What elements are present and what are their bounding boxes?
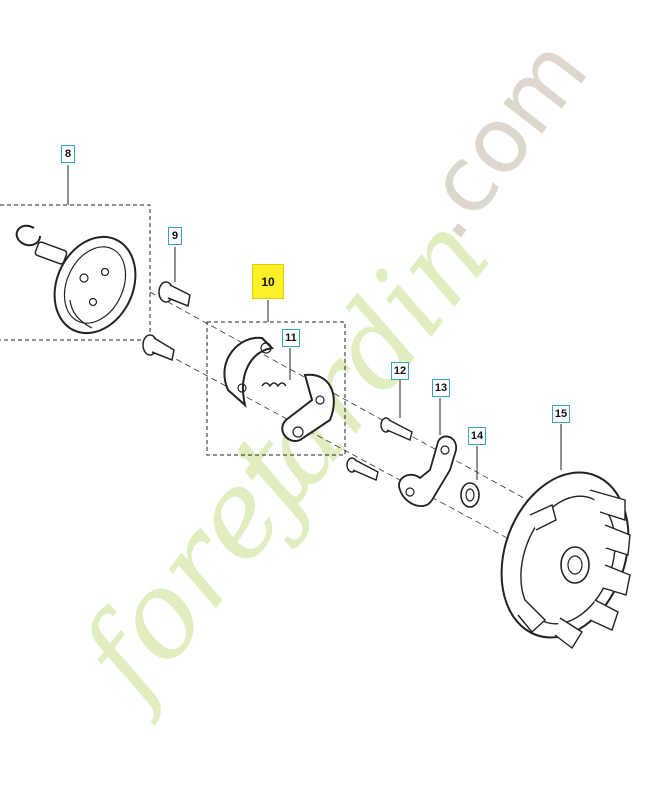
clutch-spring: [261, 382, 287, 388]
callout-13[interactable]: 13: [432, 379, 450, 397]
callout-8[interactable]: 8: [61, 145, 75, 163]
clutch-drum-group: [0, 165, 151, 341]
circlip: [15, 224, 41, 247]
clutch-drum: [53, 235, 137, 335]
clutch-shoe-right: [281, 373, 335, 442]
clutch-assembly-group: [206, 300, 346, 456]
washer-screws: [346, 380, 413, 481]
assembly-axis-line-2: [149, 344, 521, 546]
callout-14[interactable]: 14: [468, 427, 486, 445]
spacer: [460, 446, 480, 508]
drum-shaft: [34, 241, 68, 265]
callout-12[interactable]: 12: [391, 362, 409, 380]
callout-10-highlighted[interactable]: 10: [252, 264, 284, 299]
flywheel: [500, 424, 631, 650]
callout-9[interactable]: 9: [168, 227, 182, 245]
clutch-bracket: [398, 398, 457, 507]
assembly-axis-line: [149, 291, 601, 541]
shoulder-screws: [142, 247, 191, 362]
callout-11[interactable]: 11: [282, 329, 300, 347]
callout-15[interactable]: 15: [552, 405, 570, 423]
